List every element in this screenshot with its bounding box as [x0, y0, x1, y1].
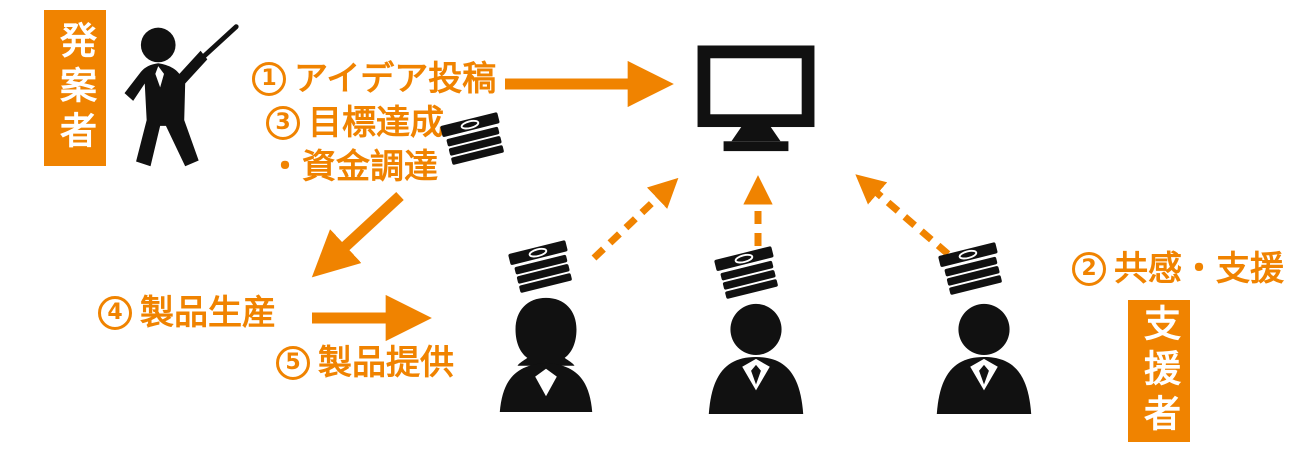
step5-delivery-label: 5 製品提供	[276, 346, 454, 380]
supporter-person-icon-right	[925, 296, 1043, 414]
step4-text: 製品生産	[140, 293, 276, 333]
step3-number-badge: 3	[266, 106, 300, 140]
step2-support-label: 2 共感・支援	[1072, 252, 1284, 286]
step3-funding-label: ・資金調達	[266, 150, 438, 184]
step4-production-label: 4 製品生産	[98, 296, 276, 330]
step2-number-badge: 2	[1072, 252, 1106, 286]
supporter-person-icon-center	[697, 296, 815, 414]
step1-number-badge: 1	[252, 62, 286, 96]
step1-text: アイデア投稿	[294, 59, 497, 99]
banknote-stack-icon-goal	[438, 110, 512, 172]
proposer-role-label: 発案者	[44, 10, 106, 166]
step4-number-badge: 4	[98, 296, 132, 330]
dashed-arrow-supporter-left-to-platform	[591, 177, 679, 261]
banknote-stack-icon-right	[936, 240, 1010, 302]
banknote-stack-icon-center	[712, 244, 786, 306]
step5-text: 製品提供	[318, 343, 454, 383]
step1-idea-post-label: 1 アイデア投稿	[252, 62, 496, 96]
computer-monitor-icon	[697, 45, 815, 157]
supporters-role-label: 支援者	[1128, 300, 1190, 442]
step3-text-line2: ・資金調達	[268, 147, 438, 187]
presenter-person-icon	[112, 22, 242, 170]
step3-goal-label: 3 目標達成	[266, 106, 444, 140]
supporter-person-icon-left	[487, 293, 605, 413]
arrow-funding-to-production	[311, 191, 404, 278]
step3-text-line1: 目標達成	[308, 103, 444, 143]
step5-number-badge: 5	[276, 346, 310, 380]
banknote-stack-icon-left	[506, 238, 580, 300]
step2-text: 共感・支援	[1114, 249, 1284, 289]
